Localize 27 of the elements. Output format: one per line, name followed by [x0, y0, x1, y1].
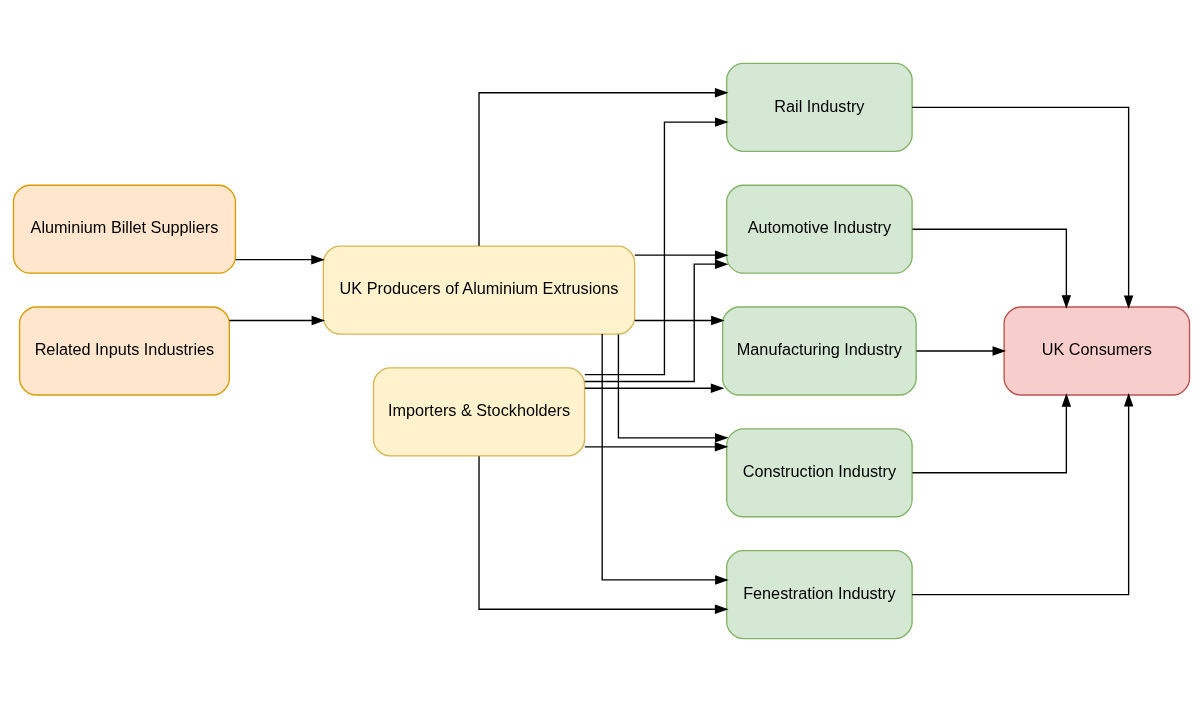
- arrow: [634, 250, 729, 260]
- node-box: Fenestration Industry: [726, 549, 913, 640]
- arrow: [601, 333, 729, 585]
- node-box: Automotive Industry: [726, 184, 913, 274]
- arrow: [584, 442, 729, 452]
- arrow: [235, 254, 325, 265]
- arrow: [634, 315, 725, 326]
- arrow: [617, 333, 729, 443]
- arrow: [911, 393, 1134, 596]
- arrow: [915, 346, 1007, 356]
- arrow: [911, 106, 1134, 309]
- node-box: UK Consumers: [1003, 306, 1191, 396]
- arrow: [911, 393, 1072, 474]
- node-box: Related Inputs Industries: [18, 306, 230, 396]
- arrow: [584, 383, 725, 393]
- arrow: [478, 88, 729, 247]
- arrow: [228, 315, 326, 326]
- node-box: Construction Industry: [726, 428, 913, 518]
- arrow: [584, 259, 729, 383]
- node-box: Manufacturing Industry: [721, 306, 917, 396]
- arrow: [911, 228, 1072, 309]
- node-box: Rail Industry: [726, 62, 913, 153]
- node-box: Importers & Stockholders: [372, 367, 586, 457]
- node-box: UK Producers of Aluminium Extrusions: [322, 245, 636, 335]
- arrow: [478, 455, 729, 614]
- node-box: Aluminium Billet Suppliers: [12, 184, 237, 274]
- arrow: [584, 117, 729, 376]
